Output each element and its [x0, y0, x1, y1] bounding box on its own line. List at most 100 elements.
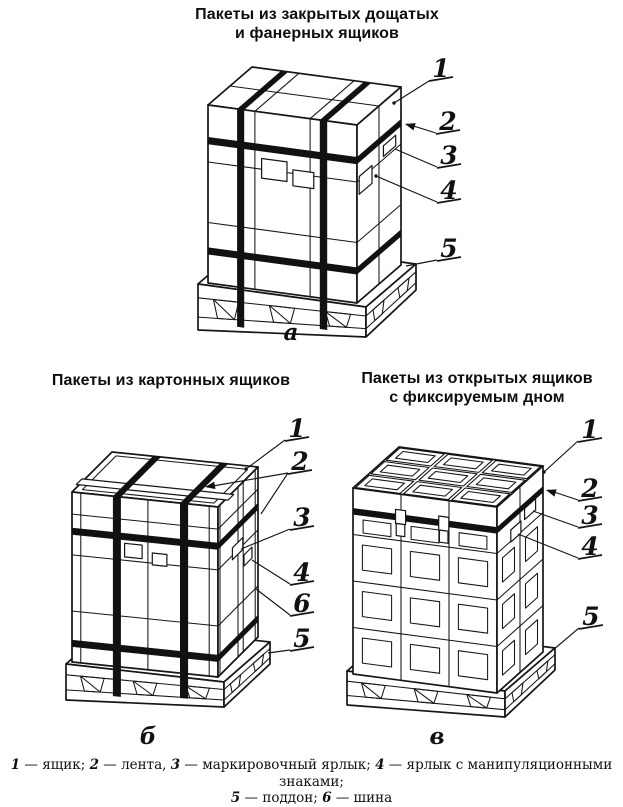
figure-text-layer: 1 2 3 4 5 1 2 3 4 6 5 1 2 3 4 5 а б в	[140, 54, 600, 750]
title-b-line1: Пакеты из картонных ящиков	[51, 372, 291, 389]
leader-line	[267, 649, 291, 654]
leader-line	[517, 533, 579, 559]
figure-letter-a: а	[284, 319, 299, 346]
callout-underline	[436, 163, 462, 169]
callout-underline	[577, 437, 603, 443]
drawing-v-package	[346, 446, 556, 718]
callout-underline	[289, 580, 315, 586]
strap-clip	[438, 529, 449, 544]
strap-band	[218, 614, 258, 662]
strap-band	[319, 82, 372, 121]
strap-band	[497, 486, 543, 534]
leader-dot	[392, 101, 396, 105]
callout-underline	[578, 624, 604, 630]
handling-label	[243, 546, 253, 567]
callout-b-5: 5	[293, 624, 310, 653]
callout-a-1: 1	[432, 54, 449, 83]
open-cell-mouth	[442, 457, 484, 470]
callout-a-5: 5	[440, 234, 457, 263]
edge-line	[71, 513, 219, 530]
callout-b-3: 3	[293, 503, 310, 532]
title-drawing-v: Пакеты из открытых ящиков с фиксируемым …	[327, 369, 623, 407]
callout-underline	[289, 646, 315, 652]
leader-line	[251, 559, 291, 585]
strap-band	[237, 108, 245, 328]
figure-letter-v: в	[429, 723, 444, 750]
pallet-gap	[536, 660, 549, 680]
corner-shim	[242, 469, 256, 653]
strap-band	[208, 247, 357, 275]
edge-line	[229, 85, 380, 107]
strap-band	[218, 502, 258, 550]
open-cell-rim	[418, 467, 478, 487]
leader-line	[552, 627, 580, 651]
strap-band	[72, 527, 218, 550]
strap-band	[353, 508, 497, 534]
title-drawing-a: Пакеты из закрытых дощатых и фанерных ящ…	[67, 5, 567, 43]
handling-label	[358, 164, 373, 195]
hand-hole	[501, 639, 516, 676]
callout-v-3: 3	[581, 501, 598, 530]
hand-hole	[501, 546, 516, 583]
callout-a-4: 4	[440, 176, 457, 205]
marking-label	[292, 169, 315, 190]
drawing-a-package	[197, 66, 417, 338]
open-cell-rim	[466, 473, 526, 493]
hand-hole	[409, 597, 441, 628]
hand-hole	[409, 643, 441, 674]
edge-line	[269, 305, 291, 324]
corner-shim	[217, 504, 221, 678]
legend-number: 3	[170, 757, 181, 773]
drawing-b-package	[65, 451, 271, 708]
leader-line	[405, 259, 438, 267]
open-cell-rim	[481, 460, 541, 480]
pallet-gap	[372, 299, 385, 322]
pallet-gap	[511, 682, 524, 703]
open-cell-mouth	[427, 470, 469, 484]
edge-line	[352, 533, 498, 555]
edge-line	[361, 682, 382, 700]
corner-shim	[71, 491, 82, 664]
leader-dot	[542, 470, 546, 474]
hand-hole	[457, 650, 489, 681]
strap-band	[237, 70, 289, 110]
hand-hole	[362, 519, 392, 538]
callout-v-1: 1	[581, 415, 598, 444]
strap-band	[180, 463, 229, 504]
legend-number: 1	[10, 757, 21, 773]
title-drawing-b: Пакеты из картонных ящиков	[21, 371, 321, 390]
arrowhead	[546, 489, 557, 497]
callout-b-6: 6	[293, 589, 310, 618]
hand-hole	[501, 593, 516, 630]
leader-line	[393, 80, 430, 104]
edge-line	[132, 680, 154, 696]
handling-label	[510, 520, 522, 543]
edge-line	[185, 685, 206, 700]
callout-underline	[428, 76, 454, 82]
callout-b-4: 4	[293, 558, 310, 587]
callout-underline	[436, 198, 462, 204]
pallet-gap	[229, 674, 242, 694]
legend-number: 6	[322, 790, 332, 806]
callout-underline	[577, 554, 603, 560]
open-cell-mouth	[460, 490, 502, 504]
edge-line	[352, 626, 498, 648]
callout-underline	[287, 469, 313, 475]
open-cell-rim	[385, 447, 445, 467]
hand-hole	[361, 544, 393, 575]
callout-underline	[577, 496, 603, 502]
leader-line	[206, 472, 289, 488]
legend-line-2: 5 — поддон; 6 — шина	[230, 790, 393, 806]
strap-band	[319, 120, 328, 330]
callout-a-2: 2	[438, 107, 456, 136]
legend-number: 5	[230, 790, 241, 806]
callout-underline	[435, 129, 461, 135]
arrowhead	[405, 123, 416, 131]
open-cell-rim	[451, 487, 511, 507]
callout-underline	[436, 256, 462, 262]
open-cell-mouth	[394, 450, 436, 464]
title-v-line1: Пакеты из открытых ящиков	[361, 370, 593, 387]
callout-underline	[577, 523, 603, 529]
edge-line	[213, 299, 235, 320]
